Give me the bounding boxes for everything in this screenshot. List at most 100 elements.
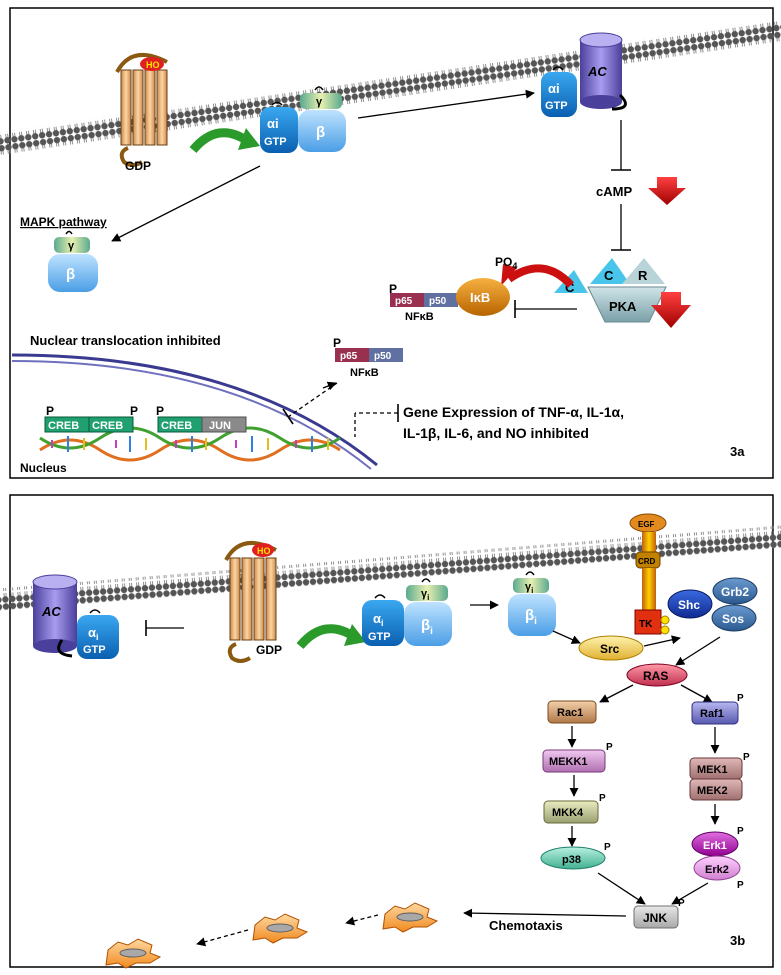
mek1-mek2-node: MEK1 MEK2 P: [689, 752, 750, 801]
jnk-node: JNK P: [633, 898, 685, 929]
g-alpha-i-bound-ac-b: αi GTP: [77, 609, 119, 659]
svg-text:γ: γ: [316, 96, 323, 108]
down-arrow-pka: [651, 292, 691, 328]
migrating-cell-2: [252, 913, 309, 944]
raf1-node: Raf1 P: [691, 693, 744, 725]
svg-text:C: C: [604, 268, 614, 283]
svg-text:P: P: [46, 404, 54, 418]
gpcr-receptor: HO: [115, 53, 168, 167]
g-alpha-i-subunit: αi GTP: [260, 101, 298, 153]
svg-text:Raf1: Raf1: [700, 708, 724, 720]
g-alpha-i-bound-ac: αi GTP: [541, 66, 577, 117]
gpcr-receptor-b: HO: [224, 541, 277, 663]
g-alpha-i-subunit-b: αi GTP: [362, 594, 404, 646]
svg-text:MEKK1: MEKK1: [549, 756, 588, 768]
svg-text:RAS: RAS: [643, 669, 668, 683]
p38-node: p38 P: [540, 842, 611, 870]
migrating-cell-1: [382, 902, 439, 933]
creb-jun-dimer: P CREB JUN: [156, 404, 247, 433]
svg-text:PKA: PKA: [609, 299, 637, 314]
svg-text:P: P: [389, 282, 397, 296]
camp-label: cAMP: [596, 184, 632, 199]
svg-text:αi: αi: [548, 81, 560, 96]
svg-text:γ: γ: [68, 240, 75, 252]
panel-label-3b: 3b: [730, 933, 745, 948]
svg-text:R: R: [638, 268, 648, 283]
svg-text:P: P: [156, 404, 164, 418]
svg-text:P: P: [737, 826, 744, 837]
svg-text:β: β: [66, 266, 75, 283]
svg-text:MKK4: MKK4: [552, 807, 584, 819]
svg-text:MEK1: MEK1: [697, 764, 728, 776]
svg-text:GTP: GTP: [264, 136, 287, 148]
adenylyl-cyclase-b: AC: [32, 574, 78, 658]
free-beta-gamma: γ β: [48, 230, 98, 292]
svg-text:P: P: [737, 880, 744, 891]
svg-text:NFκB: NFκB: [405, 311, 434, 323]
gdp-label-b: GDP: [256, 643, 282, 657]
svg-text:TK: TK: [639, 619, 653, 630]
svg-text:γi: γi: [525, 581, 533, 595]
g-beta-gamma-complex-b: γi βi: [404, 578, 452, 646]
svg-text:C: C: [565, 280, 575, 295]
chemotaxis-label: Chemotaxis: [489, 918, 563, 933]
src-kinase: Src: [578, 635, 644, 661]
svg-text:P: P: [130, 404, 138, 418]
svg-text:AC: AC: [41, 604, 61, 619]
gdp-label: GDP: [125, 159, 151, 173]
svg-text:αi: αi: [267, 116, 279, 131]
svg-text:P: P: [333, 336, 341, 350]
chemotaxis-arrow: [463, 908, 627, 918]
ras-protein: RAS: [626, 663, 688, 687]
svg-text:GTP: GTP: [83, 644, 106, 656]
gene-expression-line2: IL-1β, IL-6, and NO inhibited: [403, 425, 589, 441]
svg-text:P: P: [606, 742, 613, 753]
shc-grb2-sos-complex: Shc Grb2 Sos: [667, 577, 758, 632]
adenylyl-cyclase: AC: [579, 32, 627, 111]
svg-text:HO: HO: [146, 60, 160, 70]
mapk-pathway-label: MAPK pathway: [20, 215, 107, 229]
svg-text:Erk2: Erk2: [705, 864, 729, 876]
svg-text:p50: p50: [374, 351, 392, 362]
svg-text:Grb2: Grb2: [721, 585, 749, 599]
erk1-erk2-node: Erk1 P Erk2 P: [691, 826, 744, 891]
svg-text:CREB: CREB: [48, 420, 79, 432]
nucleus-label: Nucleus: [20, 461, 67, 475]
g-beta-gamma-complex: γ β: [298, 86, 346, 152]
svg-text:Sos: Sos: [722, 612, 744, 626]
svg-text:αi: αi: [88, 625, 99, 642]
po4-label: PO4: [495, 255, 517, 271]
mekk1-node: MEKK1 P: [542, 742, 613, 773]
svg-text:P: P: [743, 752, 750, 763]
svg-text:GTP: GTP: [545, 100, 568, 112]
gene-expression-line1: Gene Expression of TNF-α, IL-1α,: [403, 404, 624, 420]
panel-label-3a: 3a: [730, 444, 745, 459]
pka-complex: C R PKA: [587, 258, 667, 323]
svg-text:CRD: CRD: [638, 557, 656, 566]
cell-membrane-b: [0, 523, 781, 613]
dna-helix: [39, 426, 341, 462]
creb-dimer: P CREB CREB P: [44, 404, 138, 433]
svg-text:JUN: JUN: [209, 420, 231, 432]
arrow-to-ac: [357, 89, 535, 119]
svg-text:MEK2: MEK2: [697, 785, 728, 797]
nfkb-ikb-complex: P p65 p50 IκB NFκB: [389, 278, 510, 323]
svg-text:βi: βi: [525, 607, 537, 627]
svg-text:EGF: EGF: [638, 520, 655, 529]
phosphorylation-arrow: [506, 264, 574, 288]
svg-text:αi: αi: [373, 611, 384, 628]
free-beta-gamma-b: γi βi: [508, 571, 556, 636]
svg-text:JNK: JNK: [643, 911, 667, 925]
arrow-to-mapk: [111, 165, 261, 242]
svg-text:IκB: IκB: [470, 290, 490, 305]
svg-text:GTP: GTP: [368, 631, 391, 643]
rac1-node: Rac1: [547, 700, 597, 724]
svg-text:CREB: CREB: [92, 420, 123, 432]
egf-receptor: EGF CRD TK: [629, 513, 670, 635]
down-arrow-camp: [648, 177, 686, 205]
svg-text:γi: γi: [421, 588, 429, 602]
svg-text:Rac1: Rac1: [557, 707, 583, 719]
svg-text:P: P: [678, 898, 685, 909]
svg-text:p65: p65: [340, 351, 358, 362]
